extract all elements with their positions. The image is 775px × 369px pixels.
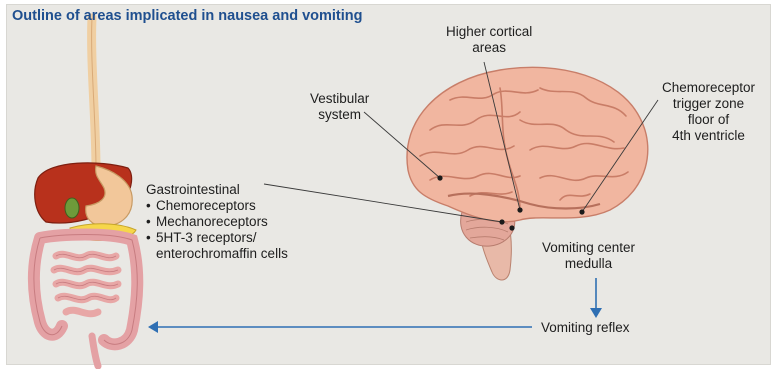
vestibular-line-2: system — [310, 107, 369, 123]
pointer-dot-vestibular — [437, 175, 442, 180]
gastro-item-text: Mechanoreceptors — [156, 214, 268, 229]
chemoreceptor-line-4: 4th ventricle — [662, 128, 755, 144]
colon-shape — [34, 235, 137, 345]
chemoreceptor-line-3: floor of — [662, 112, 755, 128]
pointer-dot-cortical — [517, 207, 522, 212]
rectum-shape — [92, 336, 98, 366]
chemoreceptor-line-1: Chemoreceptor — [662, 80, 755, 96]
chemoreceptor-label: Chemoreceptor trigger zone floor of 4th … — [662, 80, 755, 144]
digestive-tract-illustration — [34, 18, 137, 366]
pointer-dot-gi — [499, 219, 504, 224]
vomiting-reflex-label: Vomiting reflex — [541, 320, 630, 336]
pointer-dot-medulla — [509, 225, 514, 230]
vomiting-center-line-2: medulla — [542, 256, 635, 272]
vestibular-line-1: Vestibular — [310, 91, 369, 107]
gastro-bullet-item: •5HT-3 receptors/ — [146, 230, 288, 246]
vomiting-center-label: Vomiting center medulla — [542, 240, 635, 272]
chemoreceptor-line-2: trigger zone — [662, 96, 755, 112]
higher-cortical-line-2: areas — [446, 40, 532, 56]
gastro-item-text: 5HT-3 receptors/ — [156, 230, 257, 245]
gastro-item-text: Chemoreceptors — [156, 198, 256, 213]
gastrointestinal-heading: Gastrointestinal — [146, 182, 288, 198]
gastro-bullet-item: •Chemoreceptors — [146, 198, 288, 214]
higher-cortical-label: Higher cortical areas — [446, 24, 532, 56]
bullet-icon: • — [146, 230, 156, 246]
page-title: Outline of areas implicated in nausea an… — [12, 8, 363, 24]
gastro-bullet-continuation: enterochromaffin cells — [146, 246, 288, 262]
cerebrum-shape — [407, 67, 648, 222]
gallbladder-shape — [65, 198, 79, 218]
pointer-dot-ctz — [579, 209, 584, 214]
gastro-bullet-item: •Mechanoreceptors — [146, 214, 288, 230]
gastro-item-continuation-text: enterochromaffin cells — [156, 246, 288, 261]
bullet-icon: • — [146, 214, 156, 230]
down-arrow-icon — [590, 278, 602, 318]
left-arrow-icon — [148, 321, 532, 333]
vestibular-label: Vestibular system — [310, 91, 369, 123]
bullet-icon: • — [146, 198, 156, 214]
gastrointestinal-label: Gastrointestinal •Chemoreceptors •Mechan… — [146, 182, 288, 262]
higher-cortical-line-1: Higher cortical — [446, 24, 532, 40]
vomiting-center-line-1: Vomiting center — [542, 240, 635, 256]
